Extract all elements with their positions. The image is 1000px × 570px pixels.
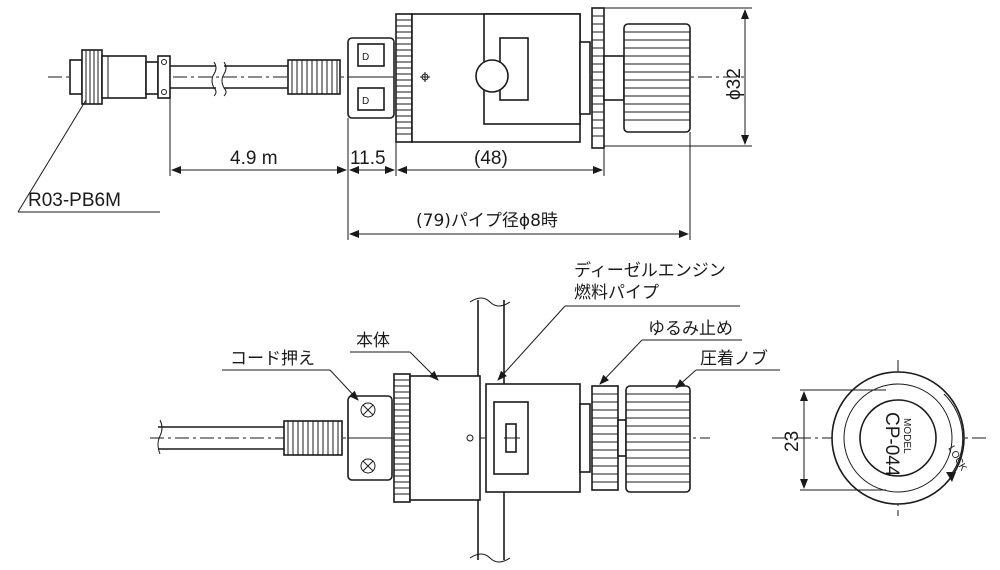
lock-direction-arc	[943, 393, 964, 477]
svg-text:D: D	[362, 96, 369, 107]
pressure-knob-label: 圧着ノブ	[700, 348, 768, 369]
body-label: 本体	[356, 331, 390, 351]
top-body-flange	[395, 13, 413, 143]
clamp-length-label: 11.5	[350, 148, 386, 169]
cord-clamp-leader: コード押え	[222, 349, 359, 401]
connector-label: R03-PB6M	[28, 190, 121, 211]
cord-clamp-label: コード押え	[230, 349, 315, 369]
front-width-label: 23	[782, 431, 803, 452]
top-body	[411, 13, 581, 143]
dim-cable-length: 4.9 m	[171, 148, 347, 174]
lock-nut-label: ゆるみ止め	[648, 319, 733, 339]
cable-length-label: 4.9 m	[230, 148, 278, 169]
mounted-body	[409, 375, 581, 501]
total-length-label: (79)パイプ径ϕ8時	[416, 211, 558, 231]
svg-text:D: D	[362, 52, 369, 63]
connector-leader: R03-PB6M	[17, 99, 160, 213]
top-knob	[579, 7, 691, 149]
mounted-view: コード押え 本体 ディーゼルエンジン 燃料パイプ ゆるみ止め 圧着ノブ	[150, 260, 780, 563]
mounted-knob	[579, 385, 691, 493]
body-length-label: (48)	[474, 148, 508, 169]
mounted-body-flange	[393, 373, 411, 503]
dim-knob-diameter: ϕ32	[604, 7, 752, 147]
mounted-cord-clamp	[347, 395, 393, 481]
dim-total-length: (79)パイプ径ϕ8時	[349, 211, 689, 238]
pressure-knob-leader: 圧着ノブ	[675, 348, 780, 389]
front-view: LOCK MODEL CP-044 23	[772, 360, 990, 516]
dim-body-length: (48)	[397, 148, 603, 174]
front-inner-circle	[859, 399, 937, 477]
knob-diameter-label: ϕ32	[724, 68, 745, 100]
fuel-pipe-label-line1: ディーゼルエンジン	[574, 260, 726, 281]
mounted-cable	[157, 419, 286, 455]
top-view: D D	[17, 7, 752, 240]
fuel-pipe-label-line2: 燃料パイプ	[574, 283, 659, 303]
mounted-thread	[283, 420, 343, 456]
top-cable	[170, 61, 290, 97]
body-leader: 本体	[350, 331, 439, 381]
connector-plug	[69, 49, 171, 105]
top-thread	[287, 59, 341, 95]
lock-nut-leader: ゆるみ止め	[599, 319, 742, 385]
model-number: CP-044	[881, 412, 902, 477]
model-label: MODEL	[901, 418, 912, 454]
top-cord-clamp: D D	[347, 37, 395, 119]
dim-clamp-length: 11.5	[349, 148, 395, 174]
fuel-pipe-leader: ディーゼルエンジン 燃料パイプ	[497, 260, 740, 381]
